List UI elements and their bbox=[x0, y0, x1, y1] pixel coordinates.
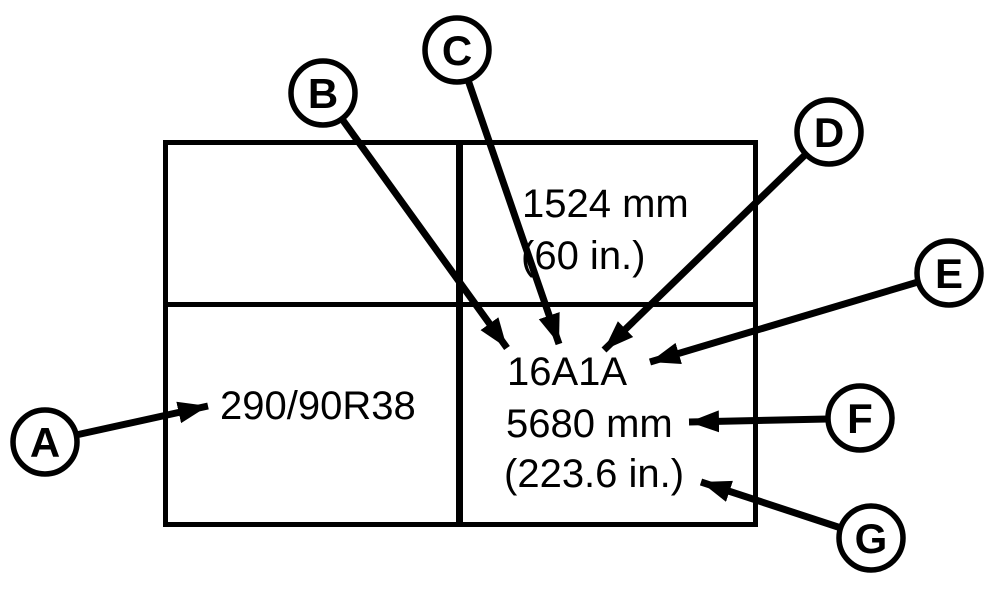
callout-d-letter: D bbox=[814, 109, 844, 156]
callout-b-bubble: B bbox=[288, 58, 358, 128]
callout-g-circle bbox=[836, 503, 906, 573]
callout-a-leader-arrow bbox=[75, 401, 209, 439]
table-cell-values: 1524 mm (60 in.) 290/90R38 16A1A 5680 mm… bbox=[220, 182, 689, 496]
callout-e-bubble: E bbox=[914, 238, 984, 308]
tire-size-text: 290/90R38 bbox=[220, 384, 416, 428]
callout-c-letter: C bbox=[442, 27, 472, 74]
callout-d-bubble: D bbox=[794, 97, 864, 167]
callout-d-leader-arrow bbox=[601, 151, 809, 353]
callout-a-circle bbox=[10, 407, 80, 477]
callout-e-letter: E bbox=[935, 250, 963, 297]
callout-e-leader-arrow bbox=[648, 278, 920, 366]
callout-f-leader-arrow bbox=[688, 410, 829, 433]
front-width-in-text: (60 in.) bbox=[521, 234, 646, 278]
length-mm-text: 5680 mm bbox=[506, 402, 673, 446]
callout-b-circle bbox=[288, 58, 358, 128]
front-width-mm-text: 1524 mm bbox=[522, 182, 689, 226]
leader-arrows bbox=[75, 78, 920, 532]
callout-b-leader-arrow bbox=[339, 116, 510, 351]
callout-g-bubble: G bbox=[836, 503, 906, 573]
callout-g-letter: G bbox=[855, 515, 888, 562]
callout-a-bubble: A bbox=[10, 407, 80, 477]
callout-f-circle bbox=[825, 383, 895, 453]
callout-g-leader-arrow bbox=[699, 478, 843, 532]
model-code-text: 16A1A bbox=[507, 350, 627, 394]
callout-f-letter: F bbox=[847, 395, 873, 442]
callout-b-letter: B bbox=[308, 70, 338, 117]
callout-d-circle bbox=[794, 97, 864, 167]
callout-c-leader-arrow bbox=[464, 78, 563, 346]
callout-a-letter: A bbox=[30, 419, 60, 466]
callout-f-bubble: F bbox=[825, 383, 895, 453]
callout-c-circle bbox=[422, 15, 492, 85]
callout-e-circle bbox=[914, 238, 984, 308]
callout-bubbles: A B C D E F G bbox=[10, 15, 984, 573]
length-in-text: (223.6 in.) bbox=[504, 452, 684, 496]
callout-c-bubble: C bbox=[422, 15, 492, 85]
